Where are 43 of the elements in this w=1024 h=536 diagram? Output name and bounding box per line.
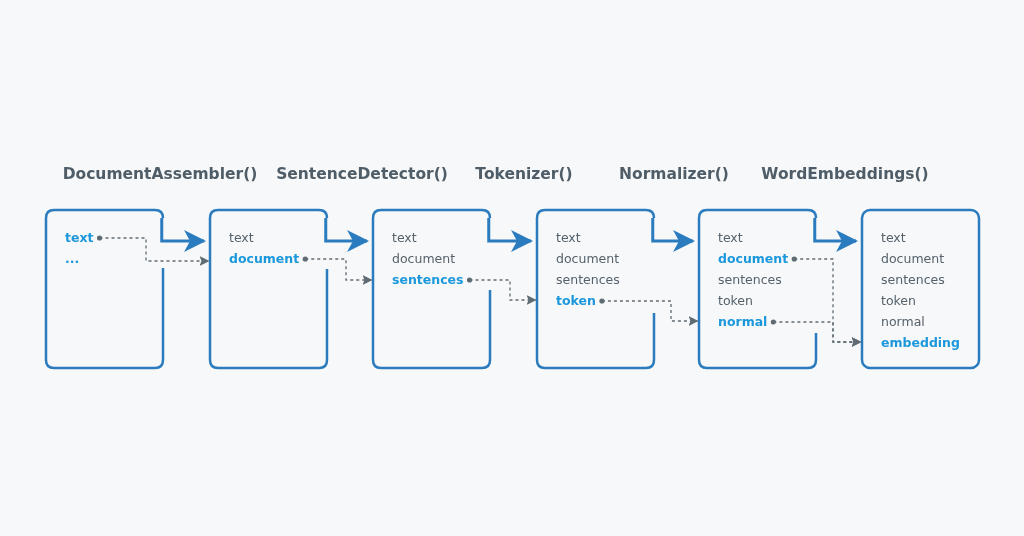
dashed-connector [599, 298, 699, 326]
flow-arrow [160, 218, 206, 252]
column-name: text [556, 229, 581, 247]
column-name: text [881, 229, 906, 247]
column-name: embedding [881, 334, 960, 352]
column-name: document [718, 250, 789, 268]
flow-arrow [324, 218, 369, 252]
flow-arrow [813, 218, 858, 252]
annotation-box [46, 210, 163, 368]
column-name: text [65, 229, 94, 247]
column-name: normal [718, 313, 768, 331]
column-name: token [718, 292, 753, 310]
column-name: document [556, 250, 620, 268]
column-name: text [392, 229, 417, 247]
column-name: normal [881, 313, 925, 331]
column-name: document [229, 250, 300, 268]
column-name: text [718, 229, 743, 247]
flow-arrow [651, 218, 695, 252]
column-name: sentences [556, 271, 620, 289]
column-name: sentences [392, 271, 464, 289]
column-name: document [392, 250, 456, 268]
annotator-name: Normalizer() [619, 165, 729, 183]
column-name: sentences [881, 271, 945, 289]
column-name: text [229, 229, 254, 247]
annotation-box [699, 210, 816, 368]
annotator-name: WordEmbeddings() [761, 165, 929, 183]
annotation-box [862, 210, 979, 368]
annotator-name: Tokenizer() [475, 165, 573, 183]
column-name: token [556, 292, 596, 310]
column-name: token [881, 292, 916, 310]
annotator-name: DocumentAssembler() [62, 165, 258, 183]
dashed-connector [466, 277, 537, 305]
column-name: document [881, 250, 945, 268]
annotator-name: SentenceDetector() [276, 165, 448, 183]
column-name: ... [65, 250, 80, 268]
dashed-connector [302, 256, 373, 285]
dashed-connector [770, 319, 862, 347]
annotation-box [537, 210, 654, 368]
dashed-connector [96, 235, 210, 266]
annotation-box [373, 210, 490, 368]
annotation-box [210, 210, 327, 368]
column-name: sentences [718, 271, 782, 289]
flow-arrow [487, 218, 533, 252]
